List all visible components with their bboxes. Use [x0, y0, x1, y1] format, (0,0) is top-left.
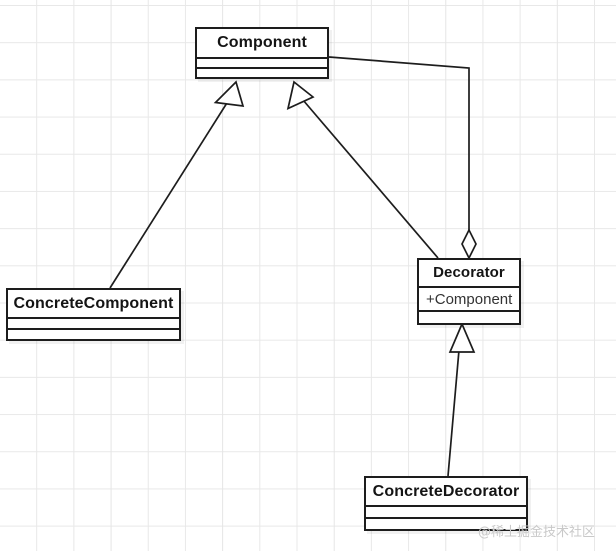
generalization-line: [109, 100, 230, 289]
class-box-concrete-component[interactable]: ConcreteComponent: [6, 288, 181, 341]
rel-generalization-concrete-decorator: [447, 321, 476, 477]
attributes-compartment-concrete-component: [8, 317, 179, 328]
attributes-compartment-concrete-decorator: [366, 505, 526, 517]
class-name-concrete-decorator: ConcreteDecorator: [372, 483, 520, 500]
class-box-concrete-decorator[interactable]: ConcreteDecorator: [364, 476, 528, 531]
attribute-decorator-component: +Component: [419, 286, 519, 310]
generalization-line: [447, 349, 460, 477]
class-box-component[interactable]: Component: [195, 27, 329, 79]
operations-compartment-concrete-decorator: [366, 517, 526, 529]
hollow-diamond-arrowhead: [461, 228, 477, 260]
rel-generalization-concrete-component: [109, 80, 245, 289]
attributes-compartment-component: [197, 57, 327, 67]
hollow-triangle-arrowhead: [448, 321, 476, 353]
operations-compartment-decorator: [419, 310, 519, 323]
aggregation-line: [328, 56, 470, 231]
class-name-component: Component: [217, 34, 307, 51]
class-name-concrete-component: ConcreteComponent: [13, 295, 174, 312]
operations-compartment-concrete-component: [8, 328, 179, 339]
class-name-decorator: Decorator: [433, 264, 505, 281]
operations-compartment-component: [197, 67, 327, 77]
generalization-line: [302, 99, 439, 259]
hollow-triangle-arrowhead: [213, 80, 245, 108]
watermark-text: @稀土掘金技术社区: [478, 525, 596, 540]
rel-generalization-decorator: [286, 80, 439, 259]
hollow-triangle-arrowhead: [286, 80, 315, 110]
class-box-decorator[interactable]: Decorator +Component: [417, 258, 521, 325]
